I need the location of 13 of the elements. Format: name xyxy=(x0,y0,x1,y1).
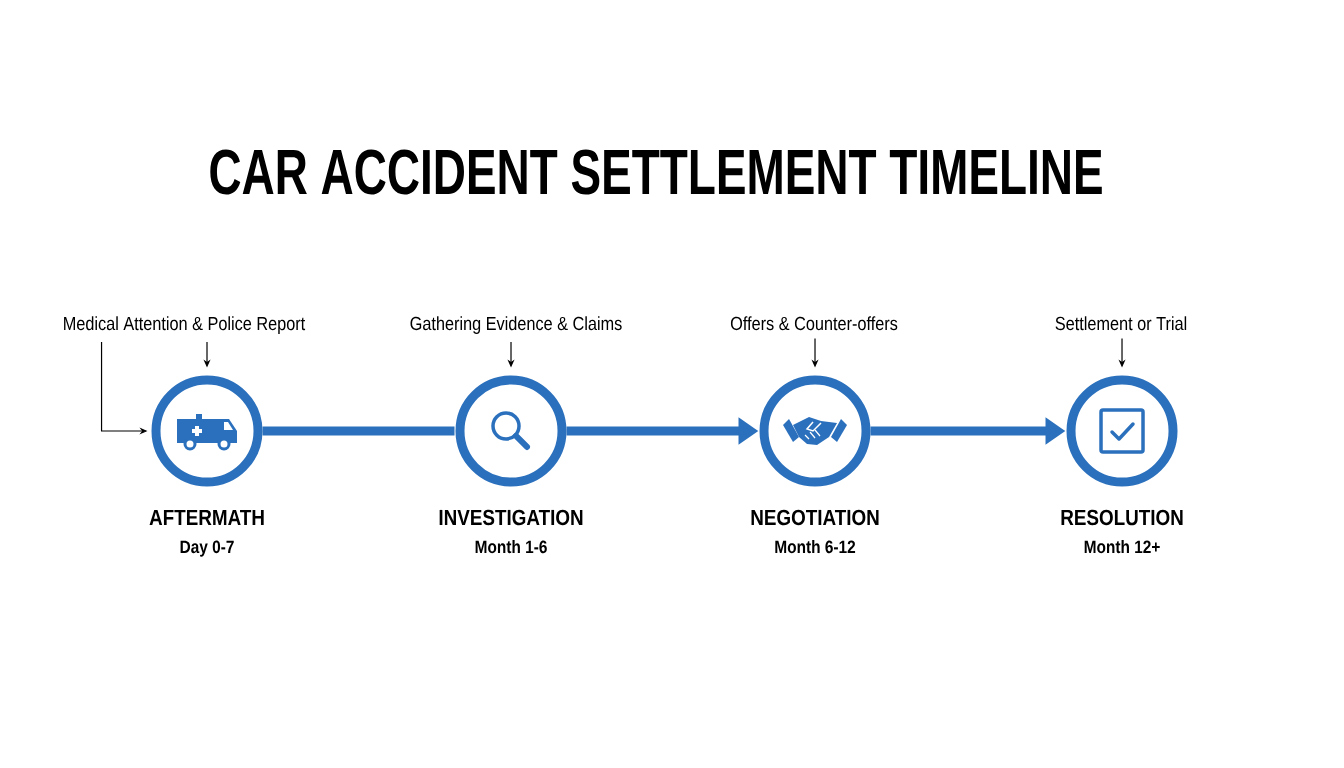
stage-title: INVESTIGATION xyxy=(439,509,583,526)
stage-title: RESOLUTION xyxy=(1061,509,1183,526)
stage-period: Month 1-6 xyxy=(475,540,547,554)
stage-period: Month 12+ xyxy=(1084,540,1160,554)
stage-period: Day 0-7 xyxy=(180,540,234,557)
stage-period: Month 6-12 xyxy=(775,540,856,554)
annotation-text: Medical Attention & Police Report xyxy=(64,316,306,334)
stage-title: NEGOTIATION xyxy=(751,509,879,526)
annotation-text: Settlement or Trial xyxy=(1055,316,1187,331)
annotation-text: Offers & Counter-offers xyxy=(730,316,898,331)
annotation-text: Gathering Evidence & Claims xyxy=(410,316,622,334)
title: CAR ACCIDENT SETTLEMENT TIMELINE xyxy=(210,149,1102,195)
stage-title: AFTERMATH xyxy=(149,509,264,525)
